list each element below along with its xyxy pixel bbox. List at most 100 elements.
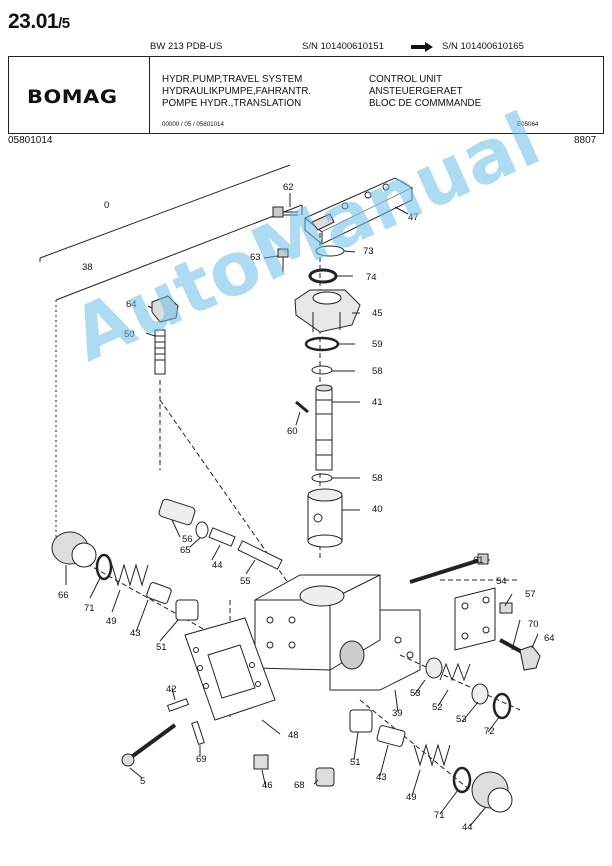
logo-cell: BOMAG (9, 57, 150, 133)
part-62-screw (272, 206, 298, 218)
part-70-screw (499, 638, 523, 654)
part-45-bracket (294, 289, 361, 333)
title-block: BOMAG HYDR.PUMP,TRAVEL SYSTEM HYDRAULIKP… (8, 56, 604, 134)
part-42-pin (166, 698, 190, 712)
part-71b-ring (452, 766, 472, 794)
part-44b-plug (471, 771, 513, 813)
callout-53: 53 (456, 714, 467, 725)
page-number: 23.01/5 (8, 10, 70, 34)
title-french: POMPE HYDR.,TRANSLATION (162, 98, 302, 109)
callout-55: 55 (240, 576, 251, 587)
callout-46: 46 (262, 780, 273, 791)
callout-41: 41 (372, 397, 383, 408)
part-54-piston (237, 540, 283, 570)
part-46-plug (253, 754, 269, 770)
part-49-spring (111, 563, 149, 587)
callout-51: 51 (350, 757, 361, 768)
part-52-spring (439, 662, 471, 682)
callout-61: 61 (473, 555, 484, 566)
callout-44: 44 (212, 560, 223, 571)
part-64b-nut (519, 645, 541, 671)
callout-58: 58 (372, 366, 383, 377)
callout-50: 50 (124, 329, 135, 340)
serial-from: S/N 101400610151 (302, 41, 384, 52)
part-51-sleeve (175, 599, 199, 621)
right-arrow-icon (411, 42, 433, 52)
callout-69: 69 (196, 754, 207, 765)
callout-65: 65 (180, 545, 191, 556)
callout-40: 40 (372, 504, 383, 515)
callout-68: 68 (294, 780, 305, 791)
callout-59: 59 (372, 339, 383, 350)
callout-45: 45 (372, 308, 383, 319)
callout-71: 71 (434, 810, 445, 821)
callout-73: 73 (363, 246, 374, 257)
callout-56: 56 (182, 534, 193, 545)
callout-47: 47 (408, 212, 419, 223)
part-41-spool (315, 384, 333, 471)
serial-to: S/N 101400610165 (442, 41, 524, 52)
part-48-gasket (184, 617, 276, 721)
callout-63: 63 (250, 252, 261, 263)
part-56-fitting (158, 498, 196, 526)
part-68-plug (315, 767, 335, 787)
page-number-suffix: /5 (58, 15, 70, 32)
part-57-plate (454, 587, 496, 651)
part-39-housing (254, 574, 421, 691)
callout-66: 66 (58, 590, 69, 601)
callout-38: 38 (82, 262, 93, 273)
part-64-nut (151, 295, 179, 323)
callout-49: 49 (106, 616, 117, 627)
part-5-lever (121, 723, 177, 767)
subtitle-french: BLOC DE COMMMANDE (369, 98, 482, 109)
bomag-logo: BOMAG (27, 86, 118, 108)
part-66-screw (499, 602, 513, 614)
part-number: 05801014 (8, 135, 53, 146)
part-58-ring (311, 365, 333, 375)
callout-74: 74 (366, 272, 377, 283)
part-63-screw (277, 248, 289, 272)
callout-44: 44 (462, 822, 473, 833)
callout-51: 51 (156, 642, 167, 653)
part-72-ring (492, 692, 512, 720)
title-english: HYDR.PUMP,TRAVEL SYSTEM (162, 74, 303, 85)
part-60-pin (295, 400, 309, 414)
date-code: 8807 (574, 135, 597, 146)
callout-54: 54 (496, 576, 507, 587)
callout-43: 43 (376, 772, 387, 783)
model-label: BW 213 PDB-US (150, 41, 223, 52)
part-59-ring (304, 336, 340, 352)
group-bracket-line (39, 164, 291, 259)
part-44-plug (51, 531, 97, 568)
part-58b-ring (311, 473, 333, 483)
callout-71: 71 (84, 603, 95, 614)
callout-49: 49 (406, 792, 417, 803)
callout-5: 5 (140, 776, 145, 787)
part-53-seat (425, 657, 443, 679)
part-50-screw (154, 329, 166, 375)
part-71-ring (95, 553, 113, 581)
part-43b-piston (376, 725, 406, 747)
callout-64: 64 (126, 299, 137, 310)
callout-58: 58 (372, 473, 383, 484)
part-51b-sleeve (349, 709, 373, 733)
part-65-ring (195, 521, 209, 539)
callout-48: 48 (288, 730, 299, 741)
reference-code: 00000 / 05 / 05801014 (162, 121, 224, 128)
title-german: HYDRAULIKPUMPE,FAHRANTR. (162, 86, 312, 97)
callout-39: 39 (392, 708, 403, 719)
part-69-pin (191, 720, 205, 746)
callout-0: 0 (104, 200, 109, 211)
part-55-pin (208, 527, 236, 547)
callout-72: 72 (484, 726, 495, 737)
callout-43: 43 (130, 628, 141, 639)
callout-64: 64 (544, 633, 555, 644)
callout-53: 53 (410, 688, 421, 699)
part-43-piston (146, 582, 172, 604)
callout-42: 42 (166, 684, 177, 695)
callout-70: 70 (528, 619, 539, 630)
subtitle-english: CONTROL UNIT (369, 74, 443, 85)
subtitle-german: ANSTEUERGERAET (369, 86, 463, 97)
callout-60: 60 (287, 426, 298, 437)
